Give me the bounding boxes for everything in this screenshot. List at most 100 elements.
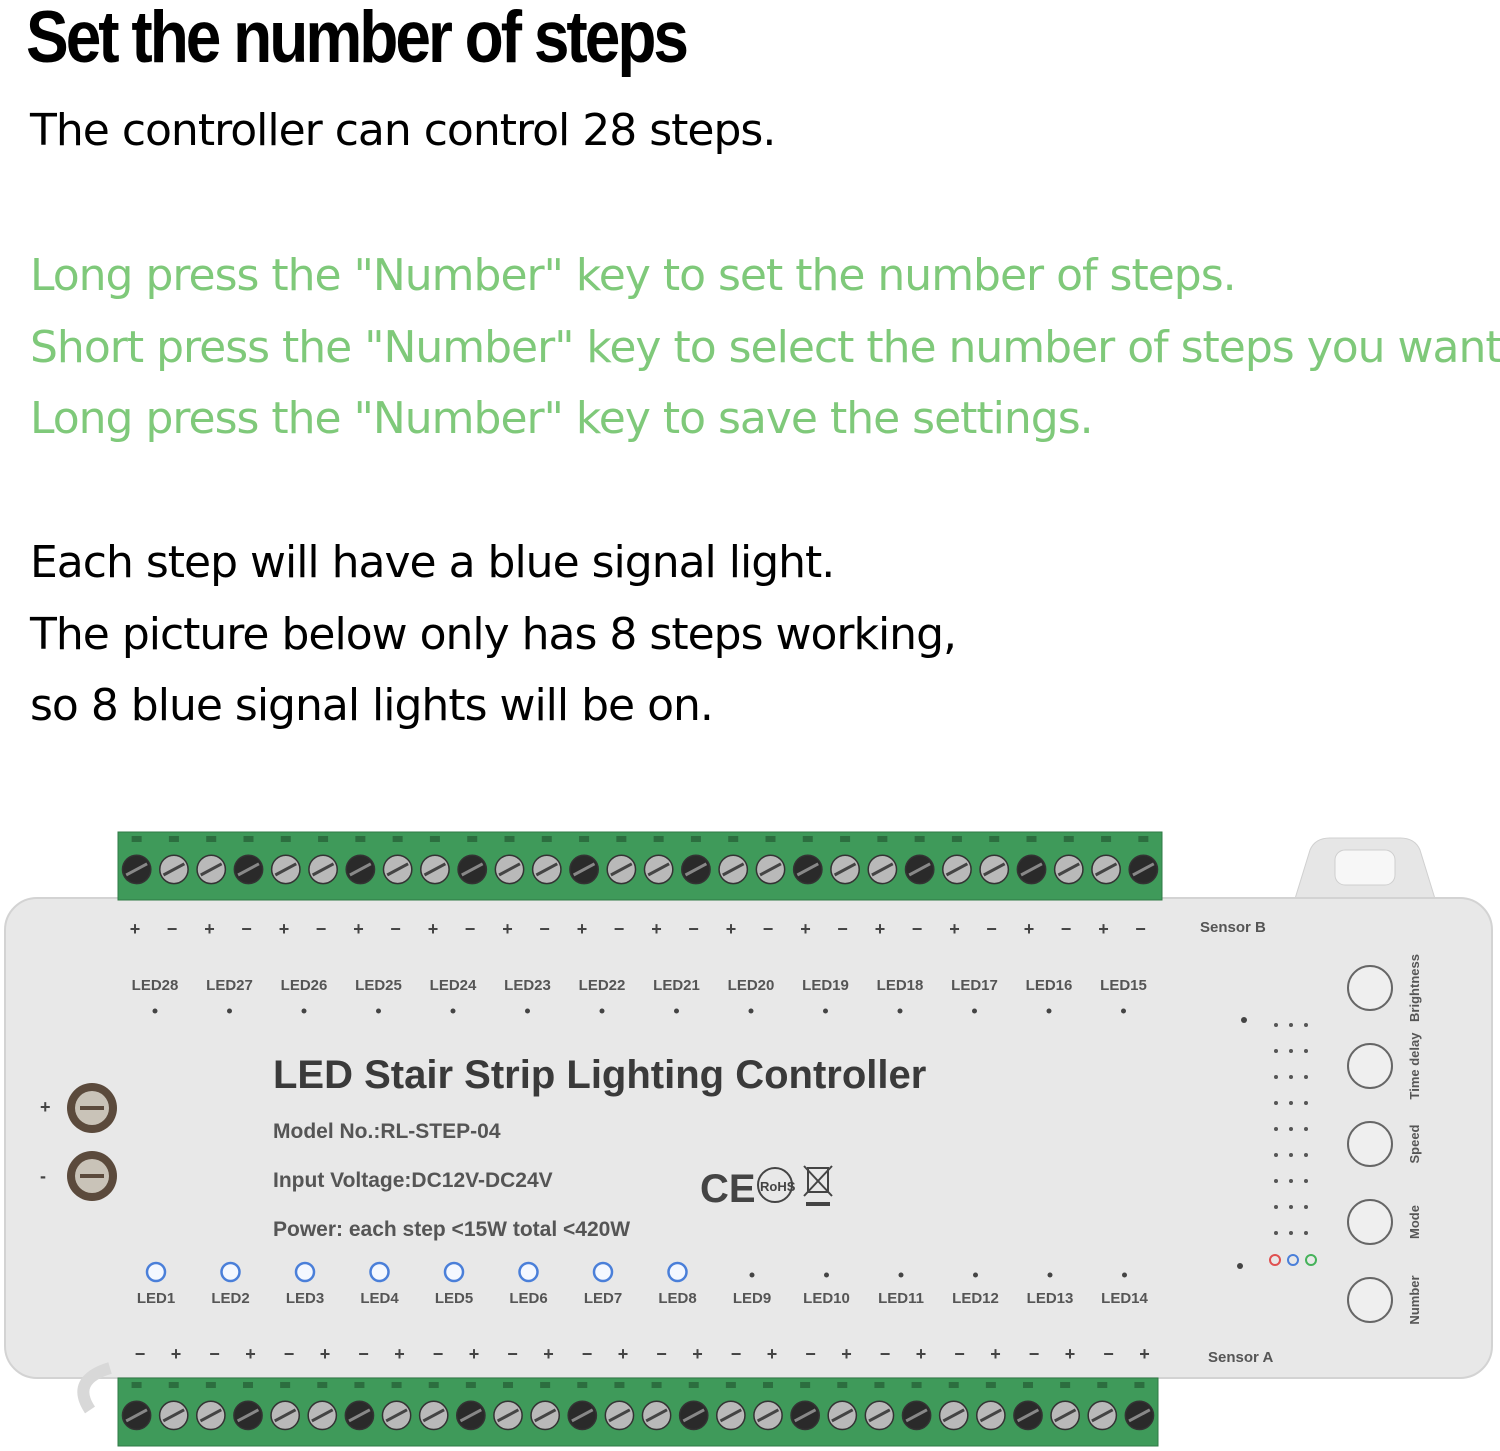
sensor-a-label: Sensor A (1208, 1349, 1273, 1366)
led-label-led22: LED22 (579, 977, 626, 994)
minus-mark: − (656, 1344, 667, 1364)
button-number[interactable] (1347, 1277, 1393, 1323)
minus-mark: − (241, 919, 252, 939)
led-label-led5: LED5 (435, 1290, 473, 1307)
button-label-mode: Mode (1407, 1205, 1422, 1239)
step-indicator-off (897, 1008, 903, 1014)
blue-signal-light-on (443, 1261, 465, 1283)
step-indicator-off (1122, 1272, 1127, 1278)
instruction-line-3: Long press the "Number" key to save the … (30, 393, 1094, 444)
button-brightness[interactable] (1347, 965, 1393, 1011)
step-indicator-off (450, 1008, 456, 1014)
device-voltage: Input Voltage:DC12V-DC24V (273, 1169, 553, 1192)
led-label-led10: LED10 (803, 1290, 850, 1307)
instruction-line-1: Long press the "Number" key to set the n… (30, 250, 1237, 301)
step-indicator-off (1121, 1008, 1126, 1014)
step-indicator-off (972, 1008, 977, 1014)
device-power: Power: each step <15W total <420W (273, 1218, 630, 1241)
led-label-led9: LED9 (733, 1290, 771, 1307)
step-indicator-off (152, 1008, 158, 1014)
minus-mark: − (986, 919, 997, 939)
plus-mark: + (394, 1344, 405, 1364)
device-title: LED Stair Strip Lighting Controller (273, 1053, 926, 1097)
blue-signal-light-on (518, 1261, 539, 1283)
step-indicator-off (1047, 1272, 1053, 1278)
step-indicator-off (823, 1008, 828, 1014)
plus-mark: + (1024, 919, 1035, 939)
step-indicator-off (824, 1272, 829, 1278)
led-label-led6: LED6 (509, 1290, 547, 1307)
plus-mark: + (1098, 919, 1109, 939)
minus-mark: − (614, 919, 625, 939)
plus-mark: + (428, 919, 439, 939)
led-label-led26: LED26 (281, 977, 328, 994)
plus-mark: + (204, 919, 215, 939)
certification-logo: CE RoHS (700, 1165, 833, 1211)
plus-mark: + (502, 919, 513, 939)
blue-signal-light-on (145, 1261, 167, 1283)
button-label-time-delay: Time delay (1407, 1032, 1422, 1100)
minus-mark: − (837, 919, 848, 939)
page-heading: Set the number of steps (26, 0, 689, 78)
plus-mark: + (949, 919, 960, 939)
plus-mark: + (692, 1344, 703, 1364)
step-indicator-off (1046, 1008, 1052, 1014)
top-polarity-marks: +−+−+−+−+−+−+−+−+−+−+−+−+−+− (130, 919, 1146, 939)
minus-mark: − (465, 919, 476, 939)
led-label-led21: LED21 (653, 977, 700, 994)
plus-mark: + (651, 919, 662, 939)
step-indicator-off (674, 1008, 679, 1014)
led-label-led25: LED25 (355, 977, 402, 994)
plus-mark: + (320, 1344, 331, 1364)
button-speed[interactable] (1347, 1121, 1393, 1167)
button-time-delay[interactable] (1347, 1043, 1393, 1089)
plus-mark: + (618, 1344, 629, 1364)
plus-mark: + (543, 1344, 554, 1364)
button-mode[interactable] (1347, 1199, 1393, 1245)
plus-mark: + (726, 919, 737, 939)
minus-mark: − (507, 1344, 518, 1364)
plus-mark: + (279, 919, 290, 939)
note-line-1: Each step will have a blue signal light. (30, 537, 835, 588)
led-label-led2: LED2 (211, 1290, 249, 1307)
led-label-led28: LED28 (132, 977, 179, 994)
minus-mark: − (880, 1344, 891, 1364)
plus-mark: + (1065, 1344, 1076, 1364)
plus-mark: + (990, 1344, 1001, 1364)
plus-mark: + (841, 1344, 852, 1364)
led-label-led13: LED13 (1027, 1290, 1074, 1307)
step-indicator-off (376, 1008, 381, 1014)
minus-mark: − (390, 919, 401, 939)
minus-mark: − (1061, 919, 1072, 939)
led-label-led11: LED11 (878, 1290, 924, 1307)
minus-mark: − (1103, 1344, 1114, 1364)
plus-mark: + (767, 1344, 778, 1364)
button-label-number: Number (1407, 1275, 1422, 1324)
bottom-polarity-marks: −+−+−+−+−+−+−+−+−+−+−+−+−+−+ (135, 1344, 1150, 1364)
plus-mark: + (1139, 1344, 1150, 1364)
blue-signal-light-on (369, 1261, 390, 1283)
minus-mark: − (316, 919, 327, 939)
led-label-led17: LED17 (951, 977, 998, 994)
led-label-led12: LED12 (952, 1290, 999, 1307)
blue-signal-light-on (667, 1261, 688, 1283)
svg-text:RoHS: RoHS (760, 1179, 796, 1194)
led-label-led19: LED19 (802, 977, 849, 994)
minus-mark: − (135, 1344, 146, 1364)
step-indicator-off (749, 1272, 755, 1278)
step-indicator-off (227, 1008, 232, 1014)
step-indicator-off (898, 1272, 904, 1278)
minus-mark: − (688, 919, 699, 939)
power-minus-label: - (40, 1166, 46, 1186)
minus-mark: − (167, 919, 178, 939)
minus-mark: − (731, 1344, 742, 1364)
plus-mark: + (577, 919, 588, 939)
plus-mark: + (469, 1344, 480, 1364)
minus-mark: − (1029, 1344, 1040, 1364)
led-label-led7: LED7 (584, 1290, 622, 1307)
step-indicator-off (301, 1008, 307, 1014)
plus-mark: + (800, 919, 811, 939)
led-label-led8: LED8 (658, 1290, 696, 1307)
